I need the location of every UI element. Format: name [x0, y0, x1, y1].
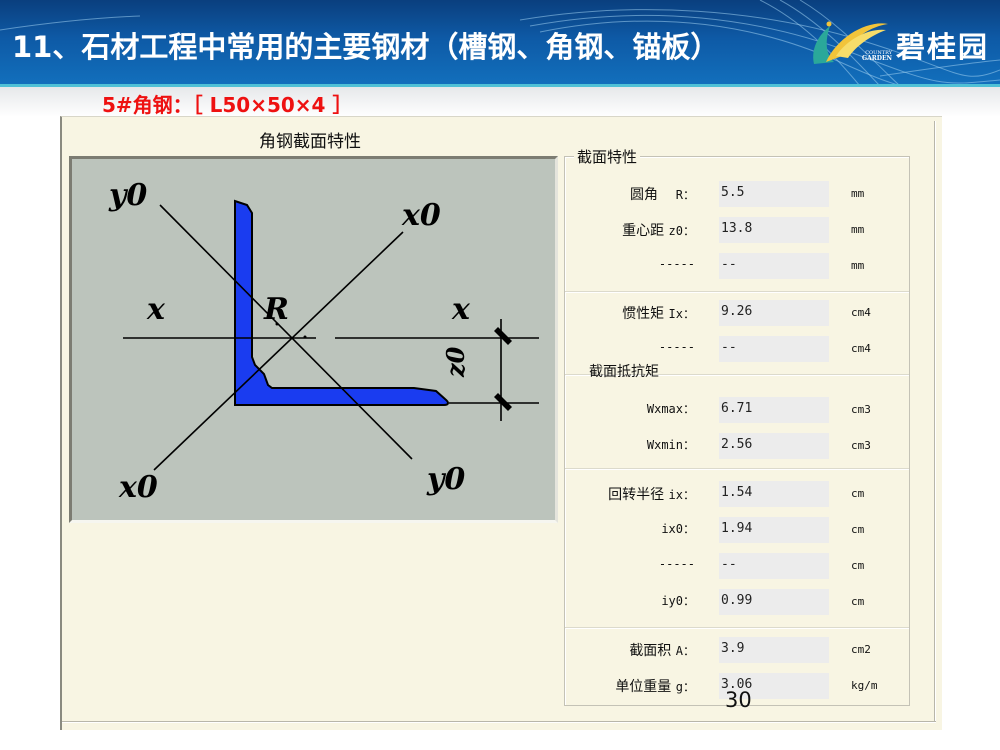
section-area-field[interactable]: 3.9 [719, 637, 829, 663]
row-label: 圆角 [629, 187, 658, 203]
row-unit: cm4 [851, 342, 871, 355]
row-symbol: ix： [668, 488, 695, 502]
row-unit: cm3 [851, 439, 871, 452]
unit-weight-field[interactable]: 3.06 [719, 673, 829, 699]
label-y0-bottom: y0 [426, 462, 465, 497]
wxmin-field[interactable]: 2.56 [719, 433, 829, 459]
dialog-bottom-border [62, 721, 936, 723]
row-symbol: ----- [658, 557, 695, 571]
row-symbol: Wxmax： [646, 402, 695, 416]
dialog-inner-border [934, 121, 936, 721]
property-row-empty-cm: ----- -- cm [565, 553, 909, 579]
logo-en-line2: GARDEN [861, 55, 892, 62]
row-symbol: ix0： [661, 522, 695, 536]
label-x-left: x [146, 292, 166, 327]
logo-en-line1: COUNTRY [865, 50, 892, 56]
row-symbol: R： [675, 188, 695, 202]
row-label: 回转半径 [608, 487, 665, 503]
angle-section-drawing: y0 x0 x R x x0 y0 z0 [108, 178, 539, 505]
iy0-field[interactable]: 0.99 [719, 589, 829, 615]
section-diagram: y0 x0 x R x x0 y0 z0 [69, 156, 558, 523]
property-row-ix0: ix0： 1.94 cm [565, 517, 909, 543]
group-separator [565, 627, 909, 629]
row-label: 截面积 [629, 643, 672, 659]
row-label: 惯性矩 [622, 306, 665, 322]
property-row-empty-cm4: ----- -- cm4 [565, 336, 909, 362]
row-unit: mm [851, 259, 865, 272]
ix-field[interactable]: 1.54 [719, 481, 829, 507]
angle-steel-shape [234, 199, 449, 406]
row-symbol: Ix： [668, 307, 695, 321]
row-unit: cm3 [851, 403, 871, 416]
row-unit: cm [851, 487, 865, 500]
label-y0-top: y0 [108, 178, 147, 213]
centroid-distance-field[interactable]: 13.8 [719, 217, 829, 243]
section-modulus-label: 截面抵抗矩 [589, 364, 659, 380]
property-row-fillet-radius: 圆角 R： 5.5 mm [565, 181, 909, 207]
empty-cm-field[interactable]: -- [719, 553, 829, 579]
group-separator [565, 374, 909, 376]
empty-mm-field[interactable]: -- [719, 253, 829, 279]
row-label: 单位重量 [615, 679, 672, 695]
group-separator [565, 291, 909, 293]
ix0-field[interactable]: 1.94 [719, 517, 829, 543]
moment-of-inertia-field[interactable]: 9.26 [719, 300, 829, 326]
slide-header: 11、石材工程中常用的主要钢材（槽钢、角钢、锚板） COUNTRY GARDEN… [0, 0, 1000, 86]
label-x-right: x [451, 292, 471, 327]
label-R: R [263, 292, 289, 327]
row-unit: mm [851, 223, 865, 236]
property-row-wxmax: Wxmax： 6.71 cm3 [565, 397, 909, 423]
row-symbol: ----- [658, 340, 695, 354]
label-z0: z0 [441, 346, 470, 378]
row-symbol: Wxmin： [646, 438, 695, 452]
fillet-radius-field[interactable]: 5.5 [719, 181, 829, 207]
wxmax-field[interactable]: 6.71 [719, 397, 829, 423]
logo-text: 碧桂园 [896, 30, 990, 64]
row-symbol: g： [675, 680, 695, 694]
sub-band [0, 87, 1000, 117]
row-unit: cm4 [851, 306, 871, 319]
header-accent-line [0, 84, 1000, 87]
row-unit: cm2 [851, 643, 871, 656]
row-symbol: ----- [658, 257, 695, 271]
row-symbol: iy0： [661, 594, 695, 608]
property-row-wxmin: Wxmin： 2.56 cm3 [565, 433, 909, 459]
property-row-moment-of-inertia: 惯性矩 Ix： 9.26 cm4 [565, 300, 909, 326]
row-unit: mm [851, 187, 865, 200]
property-row-empty-mm: ----- -- mm [565, 253, 909, 279]
row-unit: cm [851, 523, 865, 536]
property-row-unit-weight: 单位重量 g： 3.06 kg/m [565, 673, 909, 699]
subtitle-angle-steel-spec: 5#角钢：［ L50×50×4 ］ [102, 93, 353, 117]
logo-english-text: COUNTRY GARDEN [852, 50, 892, 62]
diagram-title: 角钢截面特性 [259, 132, 361, 152]
angle-steel-properties-dialog: 角钢截面特性 [60, 116, 942, 730]
slide-title: 11、石材工程中常用的主要钢材（槽钢、角钢、锚板） [12, 30, 720, 64]
property-row-section-area: 截面积 A： 3.9 cm2 [565, 637, 909, 663]
row-unit: kg/m [851, 679, 878, 692]
empty-cm4-field[interactable]: -- [719, 336, 829, 362]
property-row-radius-of-gyration-ix: 回转半径 ix： 1.54 cm [565, 481, 909, 507]
row-label: 重心距 [622, 223, 665, 239]
property-row-iy0: iy0： 0.99 cm [565, 589, 909, 615]
logo-swirl-icon [813, 21, 888, 64]
row-unit: cm [851, 595, 865, 608]
row-symbol: z0： [668, 224, 695, 238]
company-logo: COUNTRY GARDEN 碧桂园 [808, 16, 998, 72]
group-separator [565, 468, 909, 470]
label-x0-bottom: x0 [118, 470, 158, 505]
row-symbol: A： [675, 644, 695, 658]
section-properties-legend: 截面特性 [574, 146, 641, 167]
label-x0-top: x0 [401, 198, 441, 233]
property-row-centroid-distance: 重心距 z0： 13.8 mm [565, 217, 909, 243]
section-properties-group [564, 156, 910, 706]
page-number: 30 [725, 688, 752, 712]
row-unit: cm [851, 559, 865, 572]
